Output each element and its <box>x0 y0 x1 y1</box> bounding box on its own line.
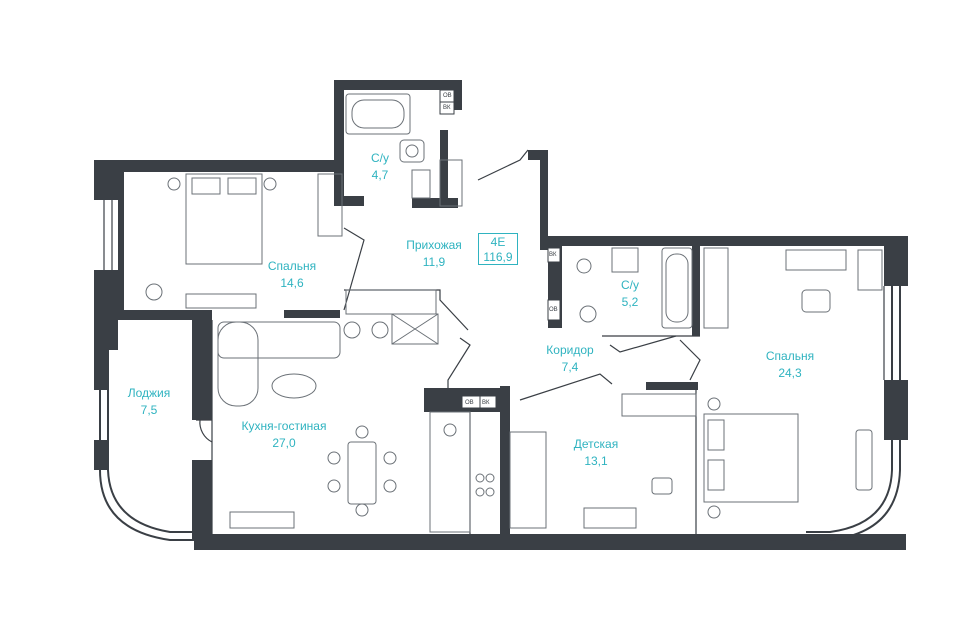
apartment-badge: 4E 116,9 <box>478 233 518 265</box>
walls <box>94 80 908 550</box>
apartment-type: 4E <box>490 235 506 249</box>
thin-walls <box>103 149 893 534</box>
shaft-label-vk-1: ВК <box>443 105 451 111</box>
shaft-label-ob-1: ОВ <box>443 93 452 99</box>
shaft-label-ob-3: ОВ <box>465 400 474 406</box>
furniture <box>145 93 883 533</box>
shaft-label-ob-2: ОВ <box>549 307 558 313</box>
apartment-area: 116,9 <box>483 250 513 264</box>
shaft-label-vk-3: ВК <box>482 400 490 406</box>
shafts <box>439 89 561 409</box>
outer-curves <box>99 286 901 541</box>
shaft-label-vk-2: ВК <box>549 252 557 258</box>
